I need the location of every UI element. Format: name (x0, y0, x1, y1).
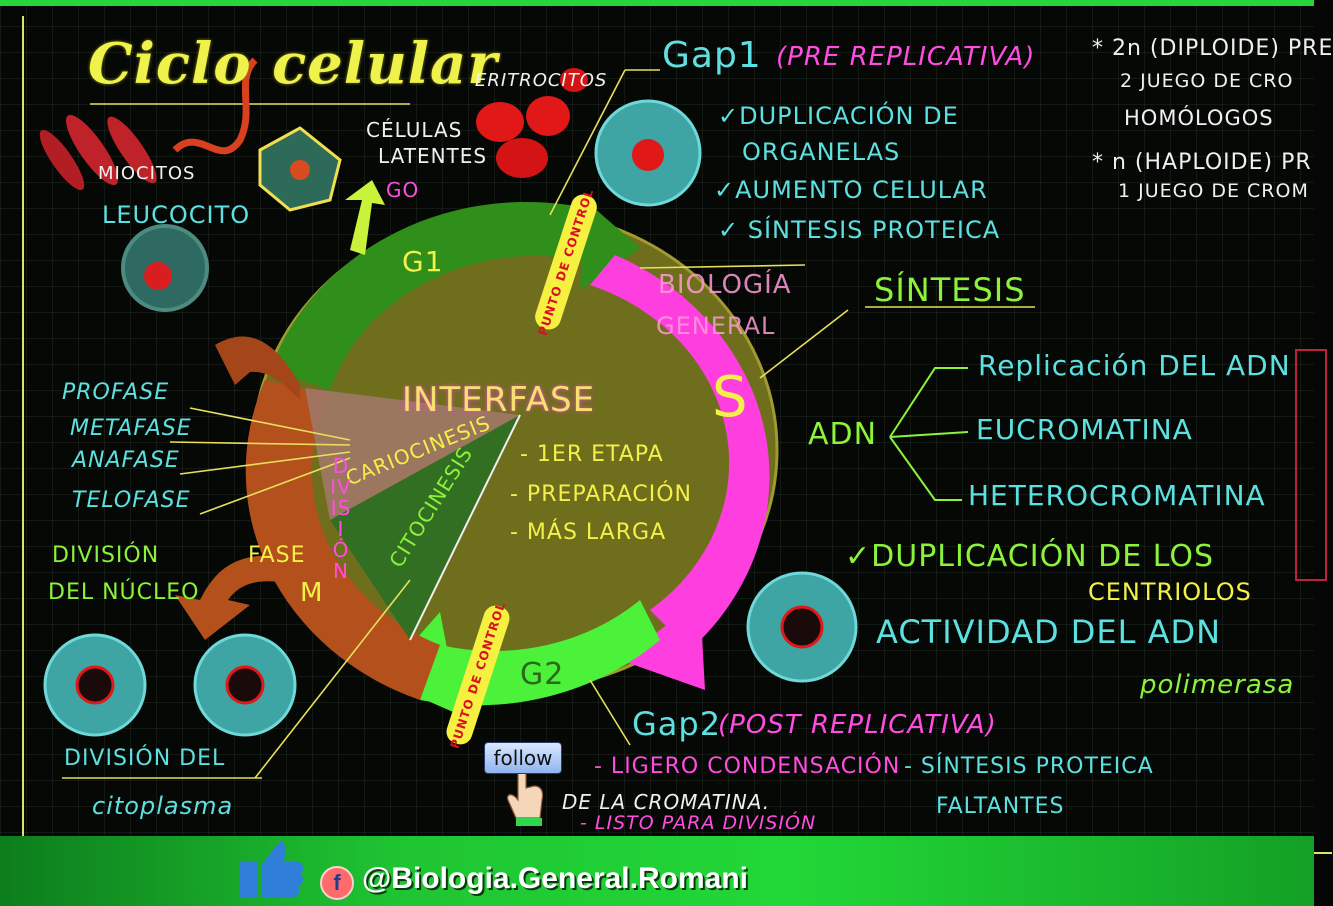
gap2-item-2: - LISTO PARA DIVISIÓN (580, 812, 817, 834)
adn-branch-2: EUCROMATINA (976, 413, 1193, 446)
gap1-cell (594, 99, 702, 207)
ploidy-line-5: 1 JUEGO DE CROM (1118, 180, 1309, 202)
gap2-subtitle: (POST REPLICATIVA) (718, 710, 997, 740)
gap1-title: Gap1 (662, 35, 762, 76)
facebook-letter: f (333, 870, 341, 895)
label-fase: FASE (248, 543, 306, 568)
wedge-line (409, 414, 521, 641)
follow-button[interactable]: follow (484, 742, 562, 774)
label-g2: G2 (520, 657, 565, 692)
checkpoint-g1 (535, 194, 597, 330)
facebook-icon: f (320, 866, 354, 900)
gap1-item-4: ✓ SÍNTESIS PROTEICA (718, 216, 1001, 244)
label-s: S (712, 365, 749, 430)
division-citoplasma-2: citoplasma (92, 792, 234, 820)
label-m: M (300, 578, 324, 608)
duplicacion-centriolos-2: CENTRIOLOS (1088, 578, 1252, 606)
page-title: Ciclo celular (88, 31, 498, 97)
top-green-bar (0, 0, 1314, 6)
gap1-item-3: ✓AUMENTO CELULAR (714, 176, 988, 204)
label-g0: GO (386, 178, 420, 202)
citocinesis-wedge (330, 415, 520, 640)
label-celulas: CÉLULAS (366, 118, 463, 142)
gap1-item-1: ✓DUPLICACIÓN DE (718, 102, 959, 130)
s-arc (590, 255, 770, 650)
actividad-adn-2: polimerasa (1140, 670, 1295, 700)
duplicacion-centriolos-1: ✓DUPLICACIÓN DE LOS (845, 539, 1215, 574)
label-g1: G1 (402, 245, 444, 278)
interfase-note-1: - 1ER ETAPA (520, 442, 664, 467)
label-adn: ADN (808, 417, 878, 452)
g0-arrow (345, 180, 385, 255)
interfase-note-3: - MÁS LARGA (510, 520, 667, 545)
gap2-item-1: - LIGERO CONDENSACIÓN (594, 754, 901, 779)
miocitos-cells (39, 114, 157, 191)
division-cells (43, 633, 297, 737)
tap-hand-icon (507, 766, 544, 826)
gap2-item-3: - SÍNTESIS PROTEICA (904, 754, 1154, 779)
ploidy-line-1: * 2n (DIPLOIDE) PRE (1092, 36, 1333, 61)
phase-metafase: METAFASE (70, 416, 192, 441)
right-edge-box (1295, 349, 1327, 581)
label-interfase: INTERFASE (402, 380, 596, 420)
division-nucleo-1: DIVISIÓN (52, 543, 160, 568)
watermark-biologia: BIOLOGÍA (658, 270, 792, 300)
gap2-title: Gap2 (632, 705, 722, 743)
phase-profase: PROFASE (62, 380, 170, 405)
gap1-subtitle: (PRE REPLICATIVA) (776, 42, 1036, 72)
ploidy-line-4: * n (HAPLOIDE) PR (1092, 150, 1312, 175)
watermark-general: GENERAL (656, 312, 776, 340)
ploidy-line-3: HOMÓLOGOS (1124, 106, 1274, 130)
checkpoint-g2 (446, 605, 510, 745)
adn-branch-1: Replicación DEL ADN (978, 349, 1291, 382)
thumbs-up-icon (240, 840, 304, 898)
m-left-arrow (175, 555, 340, 640)
g1-arc (270, 201, 595, 390)
phase-telofase: TELOFASE (72, 488, 191, 513)
label-eritrocitos: ERITROCITOS (475, 70, 608, 91)
latent-cell (258, 126, 342, 212)
m-top-arrow (215, 336, 300, 400)
g1-arrowhead (580, 200, 640, 290)
cariocinesis-wedge (305, 388, 520, 520)
gap1-item-2: ORGANELAS (742, 138, 901, 166)
ploidy-line-2: 2 JUEGO DE CRO (1120, 70, 1294, 92)
label-leucocito: LEUCOCITO (102, 201, 251, 229)
gap2-cell (746, 571, 858, 683)
phase-anafase: ANAFASE (72, 448, 180, 473)
division-citoplasma-1: DIVISIÓN DEL (64, 746, 226, 771)
eritrocitos-cells (476, 68, 588, 178)
leucocito-cell (121, 224, 209, 312)
division-nucleo-2: DEL NÚCLEO (48, 580, 200, 605)
s-arrowhead (620, 600, 705, 690)
sintesis-title: SÍNTESIS (874, 271, 1026, 309)
dna-strand (172, 57, 258, 155)
facebook-handle: @Biologia.General.Romani (362, 862, 748, 895)
label-latentes: LATENTES (378, 144, 488, 168)
interfase-note-2: - PREPARACIÓN (510, 482, 692, 507)
adn-branch-3: HETEROCROMATINA (968, 479, 1266, 512)
actividad-adn-1: ACTIVIDAD DEL ADN (876, 613, 1222, 651)
gap2-item-3b: FALTANTES (936, 794, 1065, 819)
bottom-green-bar (0, 836, 1314, 906)
label-miocitos: MIOCITOS (98, 163, 196, 184)
label-division-vertical: DIVISIÓN (330, 454, 352, 583)
gap2-item-1b: DE LA CROMATINA. (562, 790, 771, 814)
